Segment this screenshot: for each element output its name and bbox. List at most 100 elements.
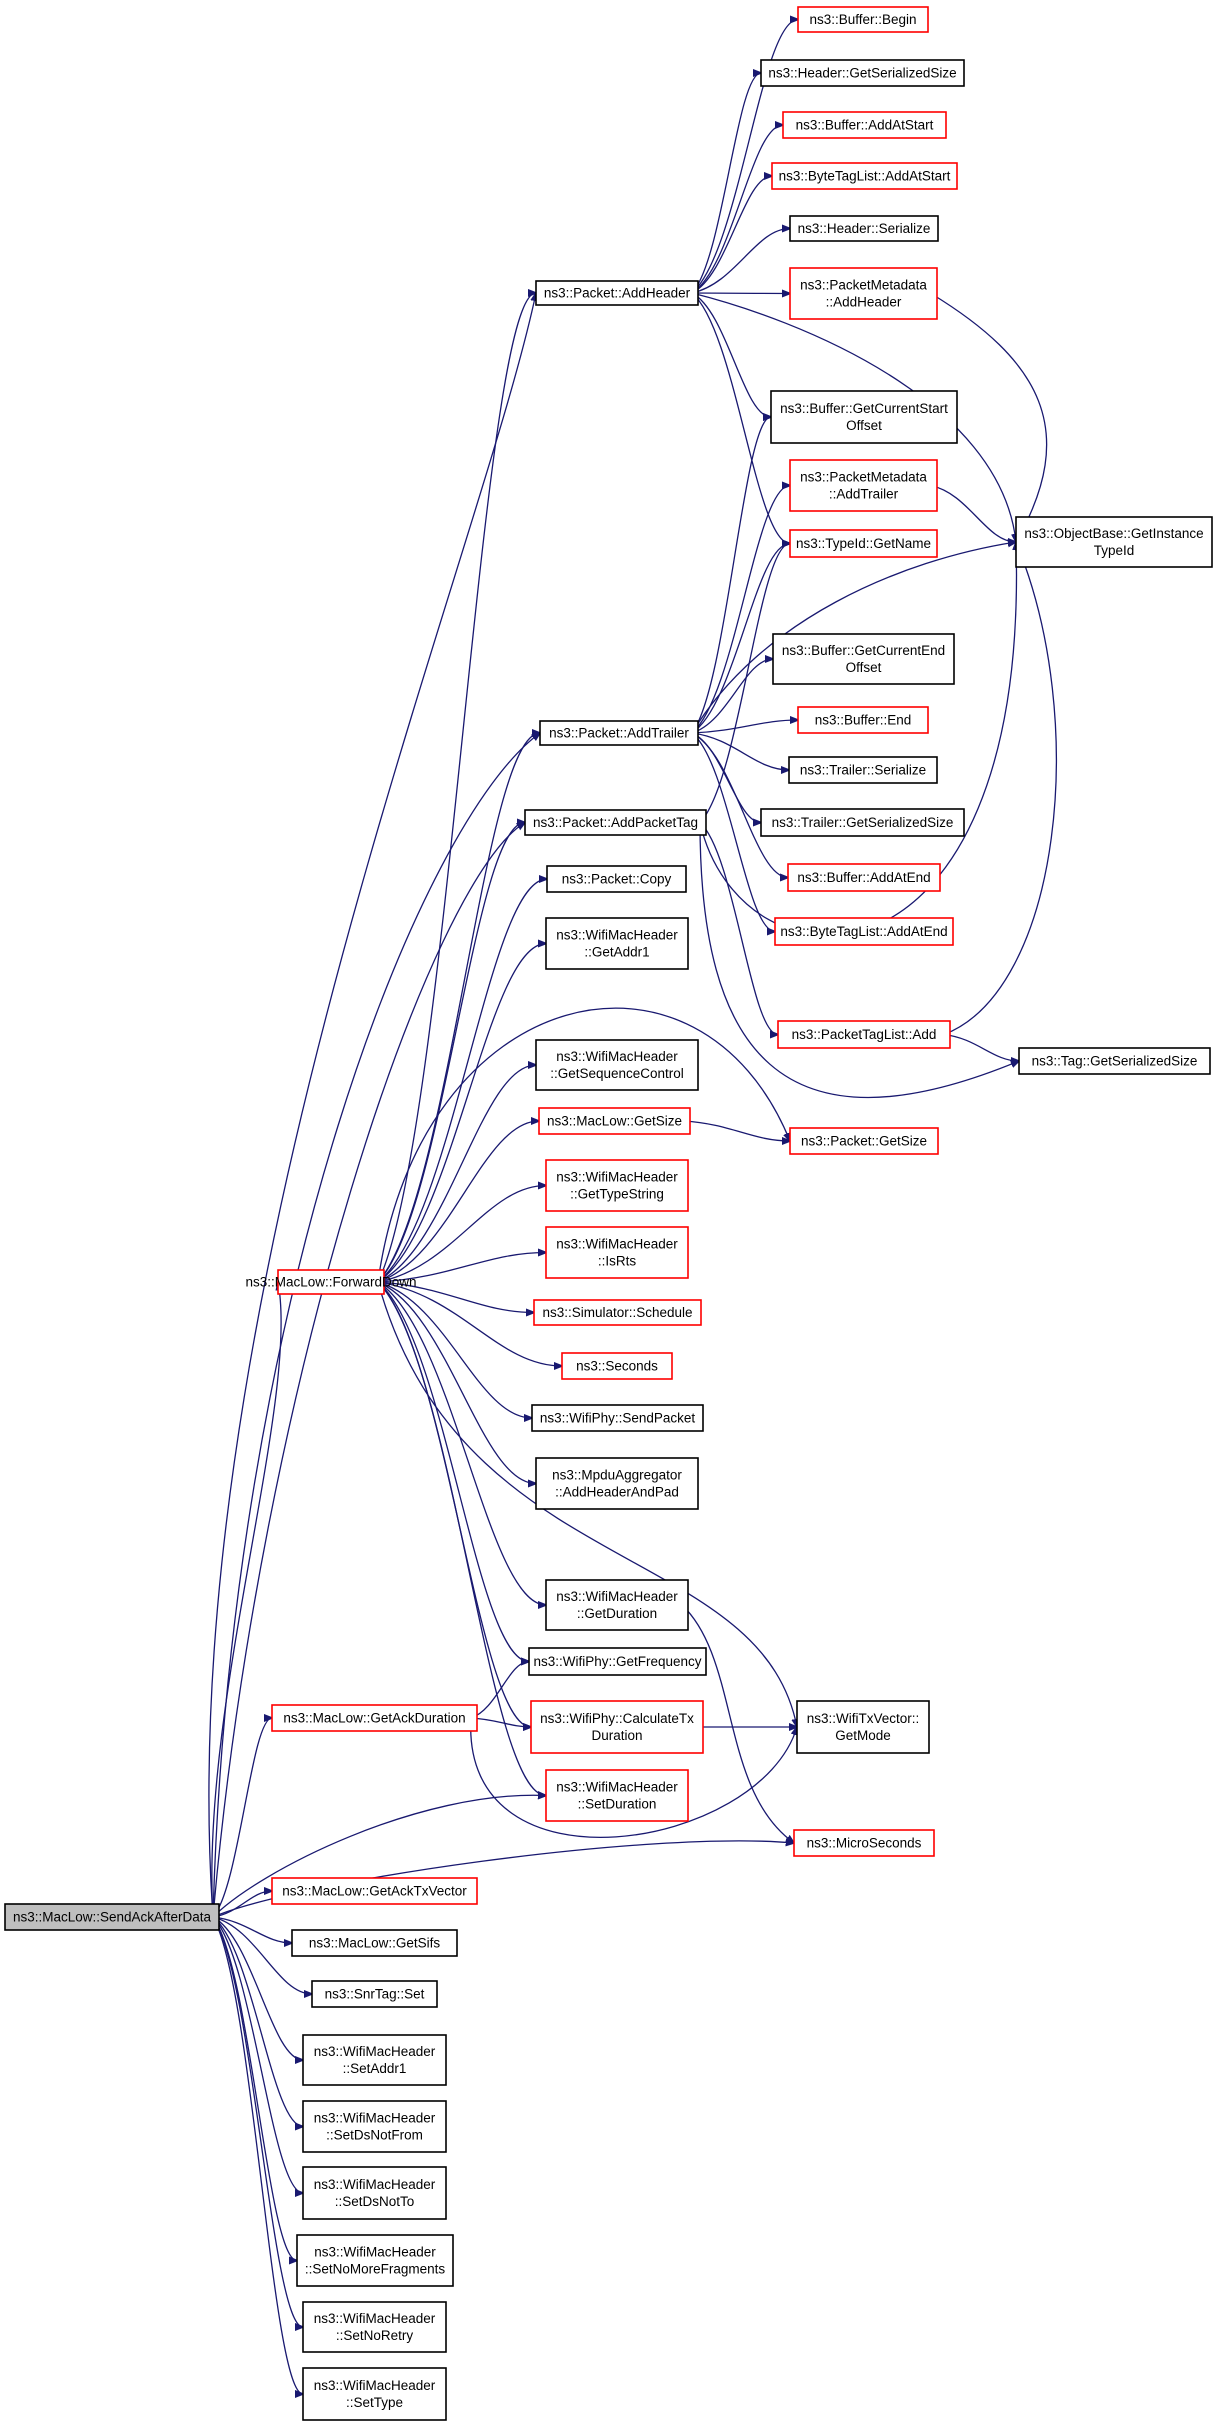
- node-root[interactable]: ns3::MacLow::SendAckAfterData: [4, 1903, 220, 1931]
- node-box: [538, 1107, 691, 1135]
- node-label: ns3::Seconds: [576, 1359, 658, 1374]
- node-wpGetFreq[interactable]: ns3::WifiPhy::GetFrequency: [528, 1647, 707, 1676]
- node-label: ns3::WifiTxVector::: [807, 1711, 920, 1726]
- node-wpSendPacket[interactable]: ns3::WifiPhy::SendPacket: [531, 1404, 704, 1432]
- node-label: ns3::ByteTagList::AddAtEnd: [780, 924, 947, 939]
- node-mlGetAckDuration[interactable]: ns3::MacLow::GetAckDuration: [271, 1704, 478, 1732]
- node-btlAddAtEnd[interactable]: ns3::ByteTagList::AddAtEnd: [774, 917, 954, 946]
- node-box: [797, 6, 929, 33]
- node-box: [535, 1457, 699, 1510]
- node-pmAddTrailer[interactable]: ns3::PacketMetadata::AddTrailer: [789, 459, 938, 512]
- node-pktGetSize[interactable]: ns3::Packet::GetSize: [789, 1127, 939, 1155]
- node-label: ns3::Trailer::GetSerializedSize: [772, 815, 954, 830]
- node-box: [789, 215, 939, 242]
- node-trlGetSerSize[interactable]: ns3::Trailer::GetSerializedSize: [760, 808, 965, 837]
- node-label: ::SetDuration: [578, 1797, 657, 1812]
- node-wmhSetDsNotTo[interactable]: ns3::WifiMacHeader::SetDsNotTo: [302, 2166, 447, 2220]
- node-wmhSetNoMoreFrag[interactable]: ns3::WifiMacHeader::SetNoMoreFragments: [296, 2234, 454, 2287]
- node-wmhSetAddr1[interactable]: ns3::WifiMacHeader::SetAddr1: [302, 2034, 447, 2086]
- node-microSeconds[interactable]: ns3::MicroSeconds: [793, 1829, 935, 1857]
- edge-addPacketTag-to-typeIdGetName: [699, 544, 790, 823]
- node-wmhSetDuration[interactable]: ns3::WifiMacHeader::SetDuration: [545, 1769, 689, 1822]
- node-bufEnd[interactable]: ns3::Buffer::End: [797, 706, 929, 734]
- node-wmhSetDsNotFrom[interactable]: ns3::WifiMacHeader::SetDsNotFrom: [302, 2100, 447, 2153]
- edge-forwardDown-to-wtxGetMode: [377, 1281, 797, 1727]
- node-wmhGetSeqCtrl[interactable]: ns3::WifiMacHeader::GetSequenceControl: [535, 1039, 699, 1091]
- node-box: [545, 1159, 689, 1212]
- node-wtxGetMode[interactable]: ns3::WifiTxVector::GetMode: [796, 1700, 930, 1754]
- edge-root-to-mlGetAckTxVector: [212, 1891, 272, 1918]
- edge-forwardDown-to-addPacketTag: [377, 823, 525, 1283]
- edge-addHeader-to-bufGetCurStart: [691, 292, 771, 417]
- node-trlSerialize[interactable]: ns3::Trailer::Serialize: [788, 756, 938, 784]
- node-pmAddHeader[interactable]: ns3::PacketMetadata::AddHeader: [789, 267, 938, 320]
- edge-addHeader-to-pmAddHeader: [691, 293, 790, 294]
- node-bufAddAtEnd[interactable]: ns3::Buffer::AddAtEnd: [787, 863, 941, 892]
- node-mlGetAckTxVector[interactable]: ns3::MacLow::GetAckTxVector: [271, 1877, 478, 1905]
- node-seconds[interactable]: ns3::Seconds: [561, 1352, 673, 1380]
- node-btlAddAtStart[interactable]: ns3::ByteTagList::AddAtStart: [771, 162, 958, 190]
- node-label: ns3::WifiMacHeader: [314, 2044, 436, 2059]
- edge-forwardDown-to-seconds: [377, 1281, 562, 1366]
- node-mpduAddHdrPad[interactable]: ns3::MpduAggregator::AddHeaderAndPad: [535, 1457, 699, 1510]
- node-label: ns3::WifiMacHeader: [314, 2177, 436, 2192]
- node-box: [796, 1700, 930, 1754]
- node-label: ns3::WifiMacHeader: [556, 1589, 678, 1604]
- node-wmhIsRts[interactable]: ns3::WifiMacHeader::IsRts: [545, 1226, 689, 1279]
- node-wmhSetType[interactable]: ns3::WifiMacHeader::SetType: [302, 2367, 447, 2421]
- node-wmhGetTypeString[interactable]: ns3::WifiMacHeader::GetTypeString: [545, 1159, 689, 1212]
- node-box: [789, 459, 938, 512]
- node-addTrailer[interactable]: ns3::Packet::AddTrailer: [539, 720, 699, 746]
- node-simSchedule[interactable]: ns3::Simulator::Schedule: [533, 1299, 702, 1326]
- node-label: TypeId: [1094, 543, 1135, 558]
- edge-addHeader-to-bufAddAtStart: [691, 125, 783, 294]
- node-hdrGetSerSize[interactable]: ns3::Header::GetSerializedSize: [760, 59, 965, 87]
- edge-addTrailer-to-bufGetCurStart: [691, 417, 771, 734]
- node-box: [296, 2234, 454, 2287]
- node-box: [302, 2034, 447, 2086]
- node-box: [530, 1700, 704, 1754]
- node-label: ns3::MicroSeconds: [807, 1836, 922, 1851]
- edge-forwardDown-to-wpSendPacket: [377, 1281, 532, 1418]
- node-wmhSetNoRetry[interactable]: ns3::WifiMacHeader::SetNoRetry: [302, 2301, 447, 2353]
- edge-forwardDown-to-wmhIsRts: [377, 1253, 546, 1283]
- node-bufAddAtStart[interactable]: ns3::Buffer::AddAtStart: [782, 111, 947, 139]
- node-wmhGetAddr1[interactable]: ns3::WifiMacHeader::GetAddr1: [545, 917, 689, 970]
- node-snrTagSet[interactable]: ns3::SnrTag::Set: [311, 1980, 438, 2008]
- node-pktCopy[interactable]: ns3::Packet::Copy: [546, 865, 687, 893]
- node-label: ns3::MacLow::GetSize: [547, 1114, 682, 1129]
- edge-mlGetAckDuration-to-wpGetFreq: [470, 1662, 529, 1719]
- edge-root-to-wmhSetAddr1: [212, 1916, 303, 2060]
- node-forwardDown[interactable]: ns3::MacLow::ForwardDown: [245, 1269, 417, 1295]
- node-box: [789, 1127, 939, 1155]
- edge-root-to-mlGetAckDuration: [212, 1718, 272, 1918]
- edge-mlGetAckDuration-to-wtxGetMode: [470, 1717, 797, 1838]
- node-label: ns3::PacketMetadata: [800, 470, 927, 485]
- edge-root-to-wmhSetDsNotTo: [212, 1916, 303, 2193]
- node-mlGetSifs[interactable]: ns3::MacLow::GetSifs: [291, 1929, 458, 1957]
- edge-addTrailer-to-trlSerialize: [691, 732, 789, 770]
- node-box: [1015, 516, 1213, 568]
- edge-root-to-wmhSetNoMoreFrag: [212, 1916, 297, 2261]
- node-bufBegin[interactable]: ns3::Buffer::Begin: [797, 6, 929, 33]
- node-addHeader[interactable]: ns3::Packet::AddHeader: [535, 280, 699, 306]
- node-mlGetSize[interactable]: ns3::MacLow::GetSize: [538, 1107, 691, 1135]
- node-wmhGetDuration[interactable]: ns3::WifiMacHeader::GetDuration: [545, 1579, 689, 1631]
- edge-root-to-microSeconds: [212, 1841, 794, 1918]
- node-ptlAdd[interactable]: ns3::PacketTagList::Add: [777, 1020, 951, 1049]
- edge-addPacketTag-to-tagGetSerSize: [699, 822, 1019, 1099]
- node-label: ns3::WifiMacHeader: [314, 2378, 436, 2393]
- node-addPacketTag[interactable]: ns3::Packet::AddPacketTag: [524, 809, 707, 836]
- node-label: ::GetDuration: [577, 1606, 657, 1621]
- node-typeIdGetName[interactable]: ns3::TypeId::GetName: [789, 529, 938, 558]
- edge-root-to-addPacketTag: [212, 823, 525, 1918]
- node-box: [277, 1269, 385, 1295]
- node-tagGetSerSize[interactable]: ns3::Tag::GetSerializedSize: [1018, 1047, 1211, 1075]
- node-box: [311, 1980, 438, 2008]
- node-hdrSerialize[interactable]: ns3::Header::Serialize: [789, 215, 939, 242]
- edge-forwardDown-to-wpGetFreq: [377, 1281, 529, 1662]
